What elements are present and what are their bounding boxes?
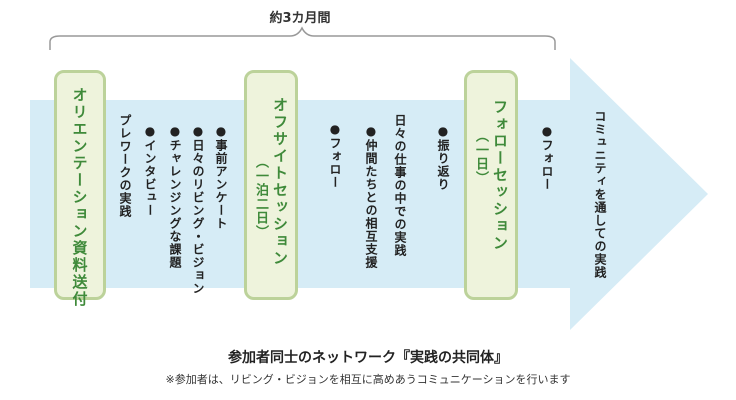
period-label: 約3カ月間 <box>269 11 331 26</box>
follow-session-box: フォローセッション （一日） <box>464 70 518 300</box>
reflection: ●振り返り <box>436 124 450 191</box>
daily-practice: 日々の仕事の中での実践 <box>393 114 407 257</box>
orientation-box: オリエンテーション資料送付 <box>54 70 106 308</box>
prework-practice: プレワークの実践 <box>118 114 132 218</box>
peer-support: ●仲間たちとの相互支援 <box>364 124 378 269</box>
period-brace <box>49 26 556 50</box>
offsite-session-title: オフサイトセッション <box>271 97 289 267</box>
community-practice: コミュニティを通しての実践 <box>593 110 607 279</box>
network-title: 参加者同士のネットワーク『実践の共同体』 <box>228 350 508 366</box>
offsite-session-duration: （一泊二日） <box>253 155 268 239</box>
pre-survey: ●事前アンケート <box>214 124 228 230</box>
follow-session-title: フォローセッション <box>491 99 509 252</box>
orientation-label: オリエンテーション資料送付 <box>70 87 89 308</box>
network-note: ※参加者は、リビング・ビジョンを相互に高めあうコミュニケーションを行います <box>165 373 571 386</box>
follow-follow: ●フォロー <box>540 124 554 191</box>
follow-session-duration: （一日） <box>473 129 488 185</box>
offsite-session-box: オフサイトセッション （一泊二日） <box>244 70 298 300</box>
process-arrow <box>30 58 708 330</box>
prework-challenge: ●チャレンジングな課題 <box>168 124 182 269</box>
prework-interview: ●インタビュー <box>143 124 157 217</box>
pre-living-vision: ●日々のリビング・ビジョン <box>191 124 205 295</box>
offsite-follow: ●フォロー <box>328 122 342 189</box>
